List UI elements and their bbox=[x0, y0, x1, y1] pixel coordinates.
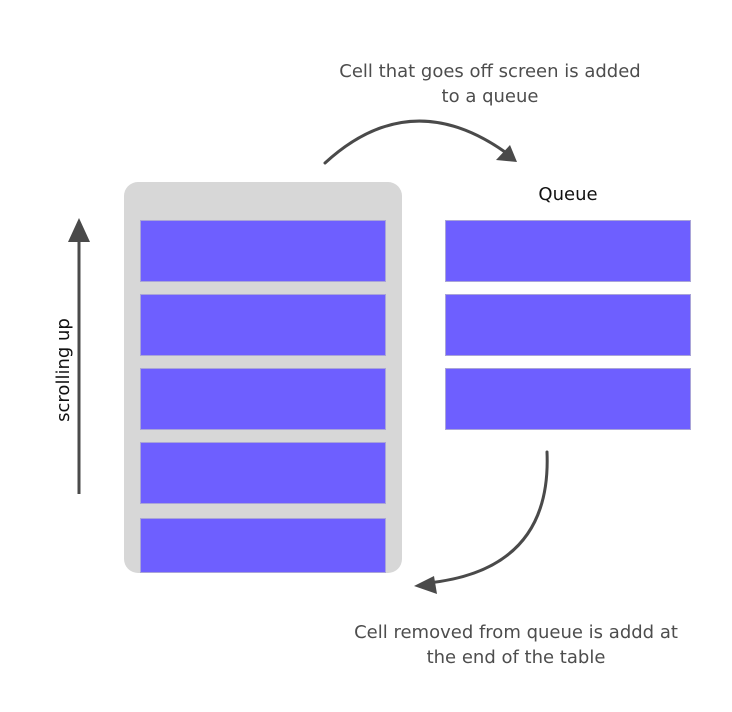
enqueue-arrowhead-icon bbox=[496, 145, 517, 162]
queue-cell bbox=[445, 220, 691, 282]
queue-cell bbox=[445, 368, 691, 430]
table-cell bbox=[140, 518, 386, 573]
caption-dequeue: Cell removed from queue is addd at the e… bbox=[354, 622, 678, 668]
table-cell bbox=[140, 294, 386, 356]
queue-cell bbox=[445, 294, 691, 356]
arrow-up-icon bbox=[68, 218, 90, 242]
scroll-label-text: scrolling up bbox=[53, 318, 74, 422]
caption-off-screen: Cell that goes off screen is added to a … bbox=[339, 61, 641, 107]
dequeue-arrow bbox=[426, 450, 549, 585]
table-cell bbox=[140, 442, 386, 504]
table-cell bbox=[140, 368, 386, 430]
table-cell bbox=[140, 220, 386, 282]
queue-title: Queue bbox=[538, 184, 598, 205]
dequeue-arrowhead-icon bbox=[414, 576, 437, 594]
enqueue-arrow bbox=[323, 119, 507, 165]
